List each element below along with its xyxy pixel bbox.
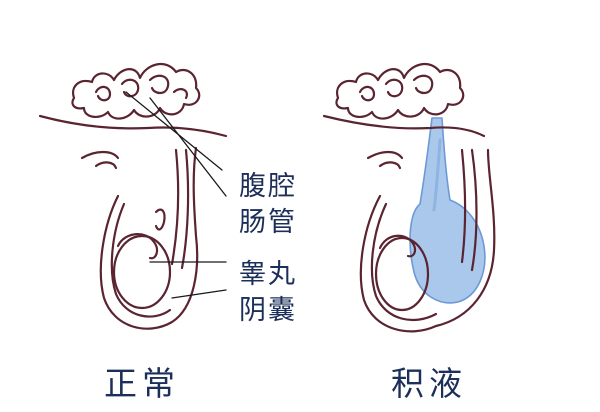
hydrocele-anatomy — [322, 62, 496, 333]
normal-abdominal-wall — [38, 114, 228, 138]
normal-skin-fold — [80, 150, 120, 160]
normal-testis — [112, 234, 172, 310]
hydrocele-testis — [374, 236, 430, 312]
normal-intestine-loops — [71, 62, 201, 120]
label-abdomen: 腹腔 — [239, 171, 297, 202]
normal-epididymis — [116, 233, 159, 260]
caption-normal: 正常 — [104, 364, 180, 403]
normal-scrotum-outline — [99, 146, 199, 330]
caption-hydrocele: 积液 — [391, 364, 467, 403]
hydrocele-scrotum-outline — [359, 148, 496, 333]
hydrocele-abdominal-wall — [322, 114, 486, 138]
label-intestine: 肠管 — [239, 207, 297, 238]
normal-leader-lines — [125, 91, 227, 299]
normal-spermatic-cord — [170, 148, 180, 266]
hydrocele-spermatic-cord — [460, 148, 467, 264]
hydrocele-fluid — [409, 117, 486, 304]
label-testis: 睾丸 — [239, 259, 297, 290]
hydrocele-intestine-loops — [335, 62, 465, 120]
normal-anatomy — [38, 62, 228, 330]
label-scrotum: 阴囊 — [239, 295, 297, 326]
